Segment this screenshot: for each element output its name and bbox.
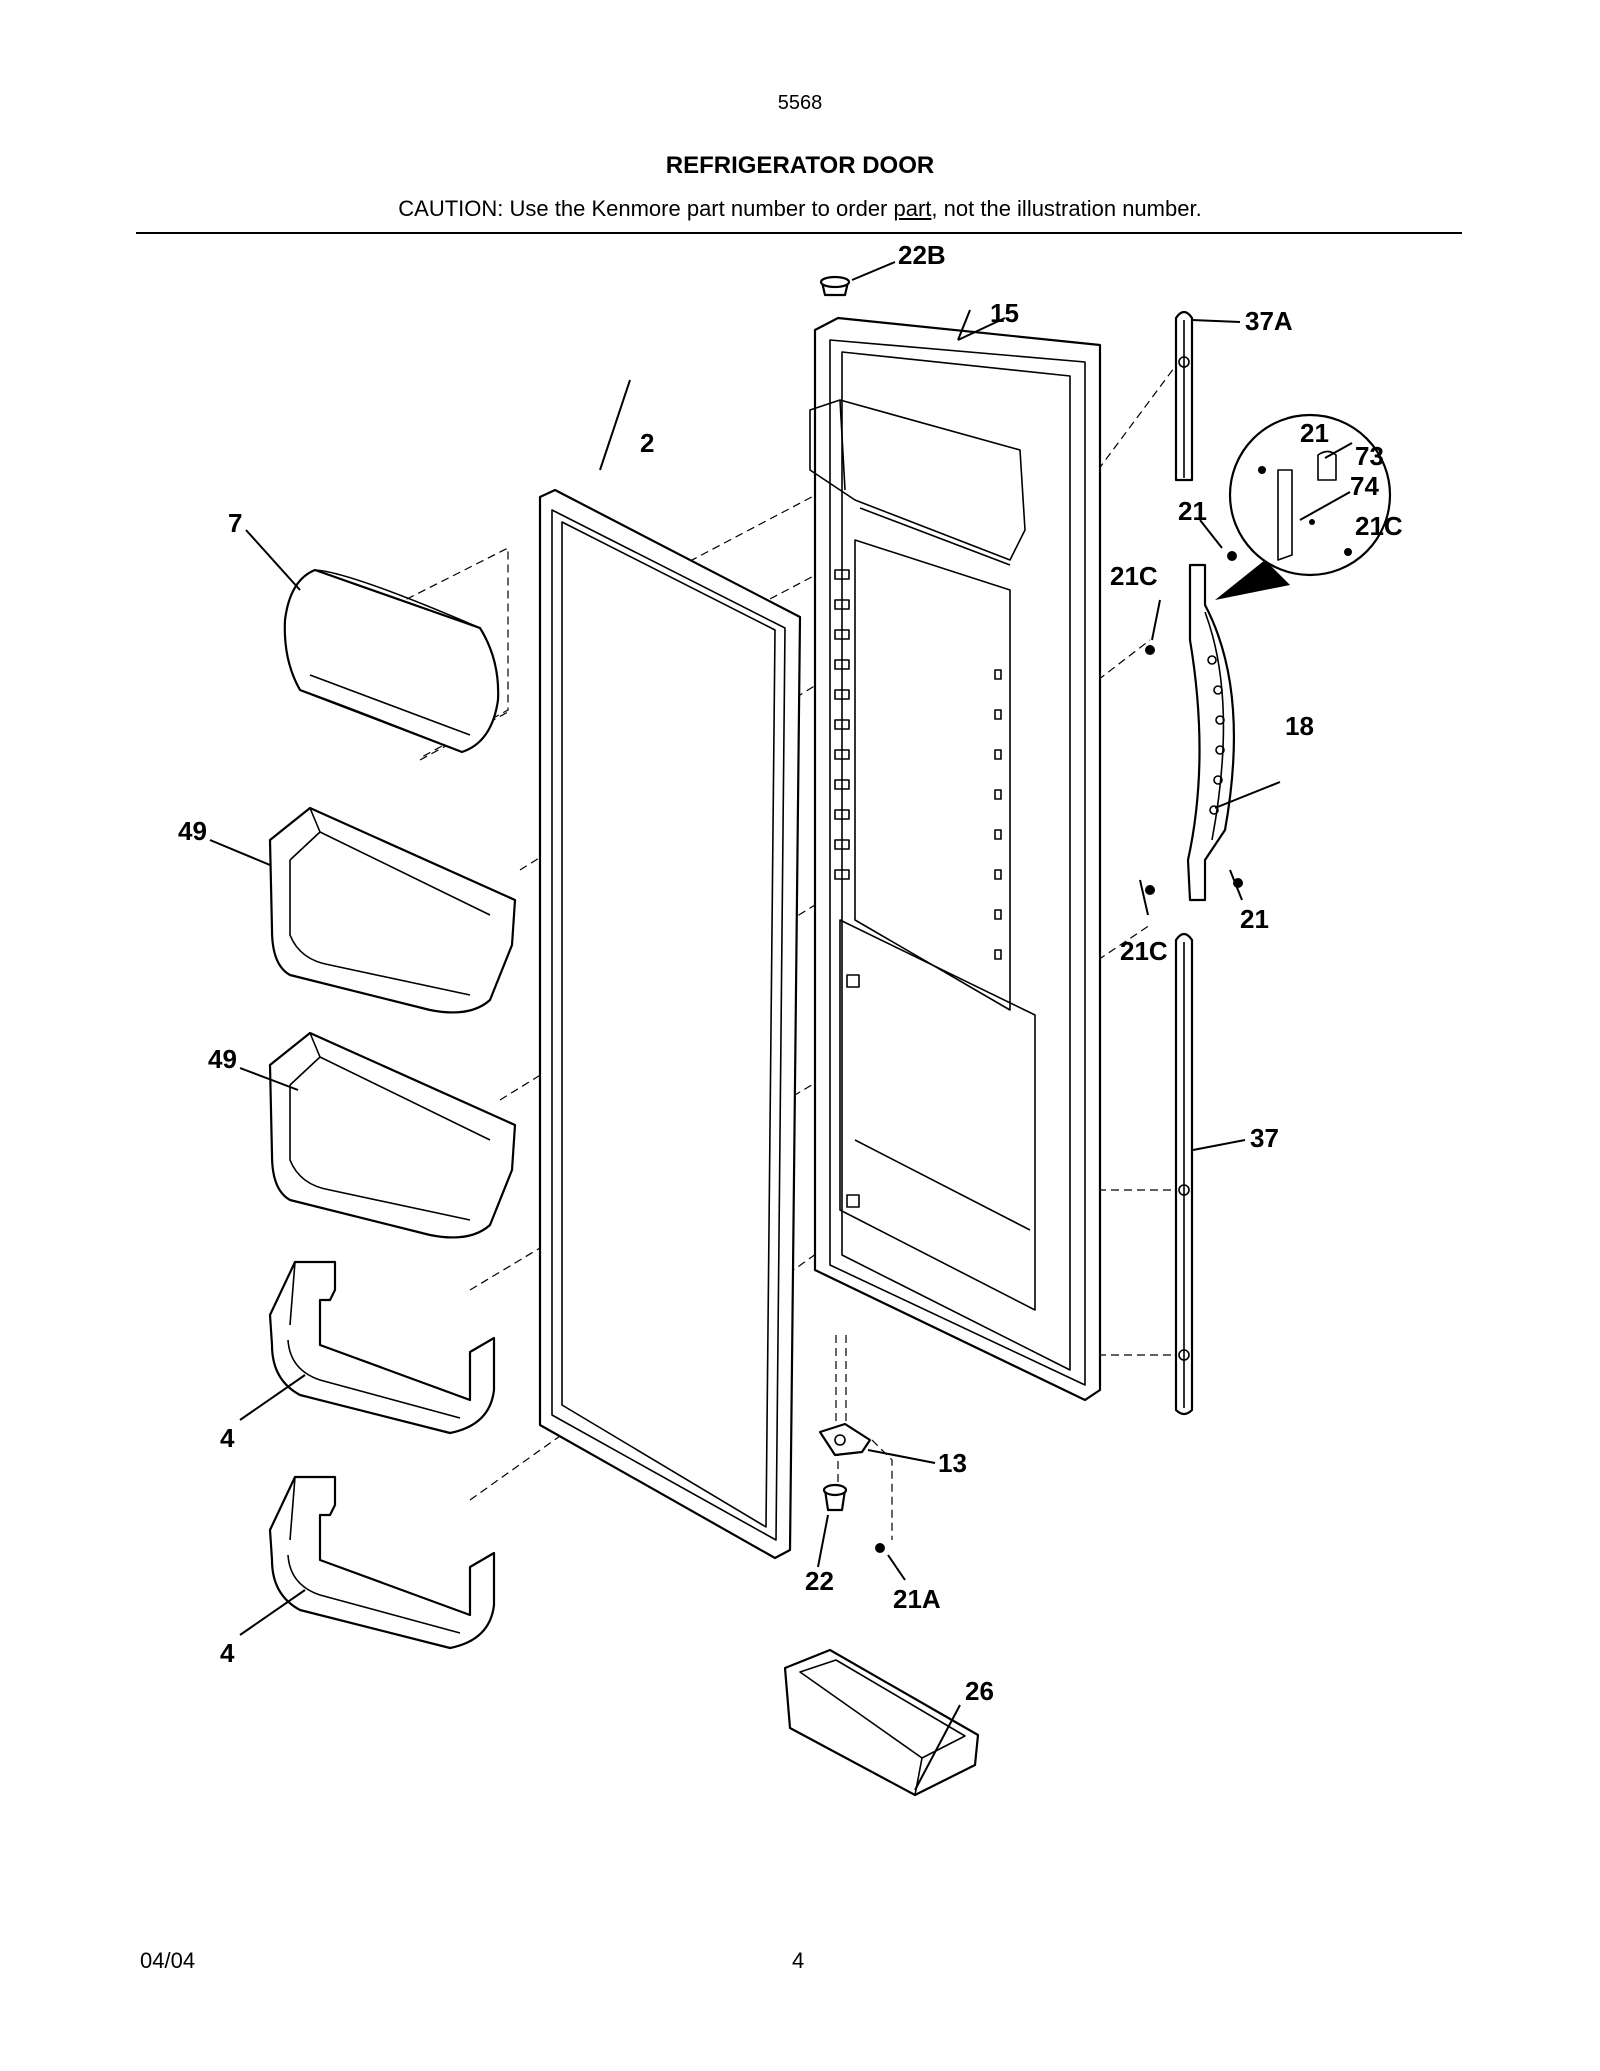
callout-4-upper: 4 <box>220 1423 235 1453</box>
hinge-bracket-13 <box>818 1422 872 1457</box>
callout-13: 13 <box>938 1448 967 1478</box>
trim-37 <box>1174 932 1194 1416</box>
callout-21-upper: 21 <box>1178 496 1207 526</box>
callout-21C-upper: 21C <box>1110 561 1158 591</box>
callout-21C-inset: 21C <box>1355 511 1403 541</box>
trim-37A <box>1174 310 1194 482</box>
door-bin-49-upper <box>268 806 517 1014</box>
dairy-bin-7 <box>283 568 500 754</box>
caution-text-before: CAUTION: Use the Kenmore part number to … <box>398 196 894 221</box>
callout-22B: 22B <box>898 240 946 270</box>
callout-7: 7 <box>228 508 242 538</box>
callout-49-lower: 49 <box>208 1044 237 1074</box>
handle-18 <box>1186 563 1236 902</box>
screw-21C-upper <box>1145 645 1155 655</box>
callout-22: 22 <box>805 1566 834 1596</box>
door-bin-49-lower <box>268 1031 517 1239</box>
screw-21-upper <box>1227 551 1237 561</box>
callout-21C-lower: 21C <box>1120 936 1168 966</box>
callout-labels: 22B 15 37A 2 7 21 73 74 21C 21 21C 18 49… <box>178 240 1403 1706</box>
tray-26 <box>783 1648 980 1797</box>
callout-18: 18 <box>1285 711 1314 741</box>
callout-21A: 21A <box>893 1584 941 1614</box>
callout-4-lower: 4 <box>220 1638 235 1668</box>
callout-73: 73 <box>1355 441 1384 471</box>
door-bin-4-upper <box>268 1260 496 1435</box>
cap-22B <box>819 275 851 297</box>
door-liner-15 <box>809 316 1102 1402</box>
caution-note: CAUTION: Use the Kenmore part number to … <box>0 196 1600 222</box>
callout-2: 2 <box>640 428 654 458</box>
door-gasket-2 <box>538 488 802 1560</box>
model-number: 5568 <box>777 92 823 114</box>
callout-21-lower: 21 <box>1240 904 1269 934</box>
callout-21-inset: 21 <box>1300 418 1329 448</box>
revision-date: 04/04 <box>140 1948 196 1973</box>
page-title: REFRIGERATOR DOOR <box>665 152 935 179</box>
page-number: 4 <box>792 1948 805 1973</box>
callout-15: 15 <box>990 298 1019 328</box>
callout-49-upper: 49 <box>178 816 207 846</box>
door-bin-4-lower <box>268 1475 496 1650</box>
callout-37: 37 <box>1250 1123 1279 1153</box>
callout-74: 74 <box>1350 471 1379 501</box>
callout-37A: 37A <box>1245 306 1293 336</box>
bushing-22 <box>822 1483 848 1512</box>
detail-inset <box>1215 413 1392 600</box>
caution-underlined-word: part <box>893 196 932 221</box>
screw-21C-lower <box>1145 885 1155 895</box>
screw-21A <box>875 1543 885 1553</box>
caution-text-after: , not the illustration number. <box>931 196 1202 221</box>
header-rule <box>136 232 1462 234</box>
leader-lines <box>209 261 1353 1791</box>
callout-26: 26 <box>965 1676 994 1706</box>
